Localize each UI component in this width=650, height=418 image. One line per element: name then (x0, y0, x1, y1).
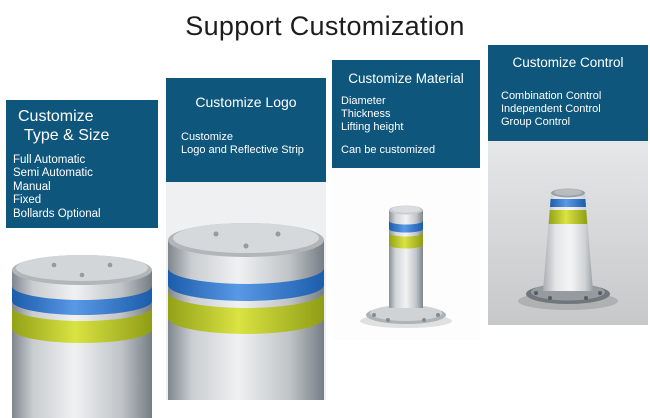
bollard-closeup-photo-2 (166, 182, 326, 400)
list-item: Diameter (341, 95, 386, 107)
panel-type-size-header: Customize Type & Size Full Automatic Sem… (6, 100, 158, 228)
list-item: Group Control (501, 116, 571, 128)
heading-line: Type & Size (24, 127, 110, 144)
bollard-closeup-image (12, 255, 152, 418)
panel-material-heading: Customize Material (348, 71, 464, 86)
panel-material-list: Diameter Thickness Lifting height (332, 86, 480, 134)
panel-control-heading: Customize Control (512, 55, 624, 70)
panel-control-header: Customize Control Combination Control In… (488, 45, 648, 141)
list-item: Bollards Optional (13, 207, 101, 220)
panel-material-header: Customize Material Diameter Thickness Li… (332, 60, 480, 168)
list-item: Manual (13, 180, 51, 193)
heading-line: Customize (18, 108, 94, 125)
panel-control: Customize Control Combination Control In… (488, 45, 648, 325)
bollard-studio-image (488, 141, 648, 325)
bollard-closeup-image (166, 182, 326, 400)
panel-logo: Customize Logo Customize Logo and Reflec… (166, 78, 326, 400)
list-item: Semi Automatic (13, 167, 93, 180)
list-item: Lifting height (341, 121, 404, 133)
list-item: Thickness (341, 108, 391, 120)
panel-type-size-list: Full Automatic Semi Automatic Manual Fix… (6, 145, 158, 221)
bollard-full-image (332, 168, 480, 340)
page-title: Support Customization (185, 11, 465, 41)
panel-type-size-heading: Customize Type & Size (6, 100, 158, 145)
panel-control-list: Combination Control Independent Control … (488, 70, 648, 129)
list-item: Combination Control (501, 90, 602, 102)
panel-material: Customize Material Diameter Thickness Li… (332, 60, 480, 340)
panel-material-note: Can be customized (341, 144, 436, 156)
bollard-full-photo (332, 168, 480, 340)
list-item: Customize (181, 131, 233, 143)
panel-logo-heading: Customize Logo (195, 94, 297, 110)
bollard-studio-photo (488, 141, 648, 325)
panel-logo-list: Customize Logo and Reflective Strip (166, 110, 326, 157)
list-item: Fixed (13, 194, 42, 207)
list-item: Logo and Reflective Strip (181, 144, 304, 156)
panel-logo-header: Customize Logo Customize Logo and Reflec… (166, 78, 326, 182)
bollard-closeup-photo-1 (6, 228, 158, 418)
list-item: Independent Control (501, 103, 601, 115)
list-item: Full Automatic (13, 154, 86, 166)
panel-type-size: Customize Type & Size Full Automatic Sem… (6, 100, 158, 418)
